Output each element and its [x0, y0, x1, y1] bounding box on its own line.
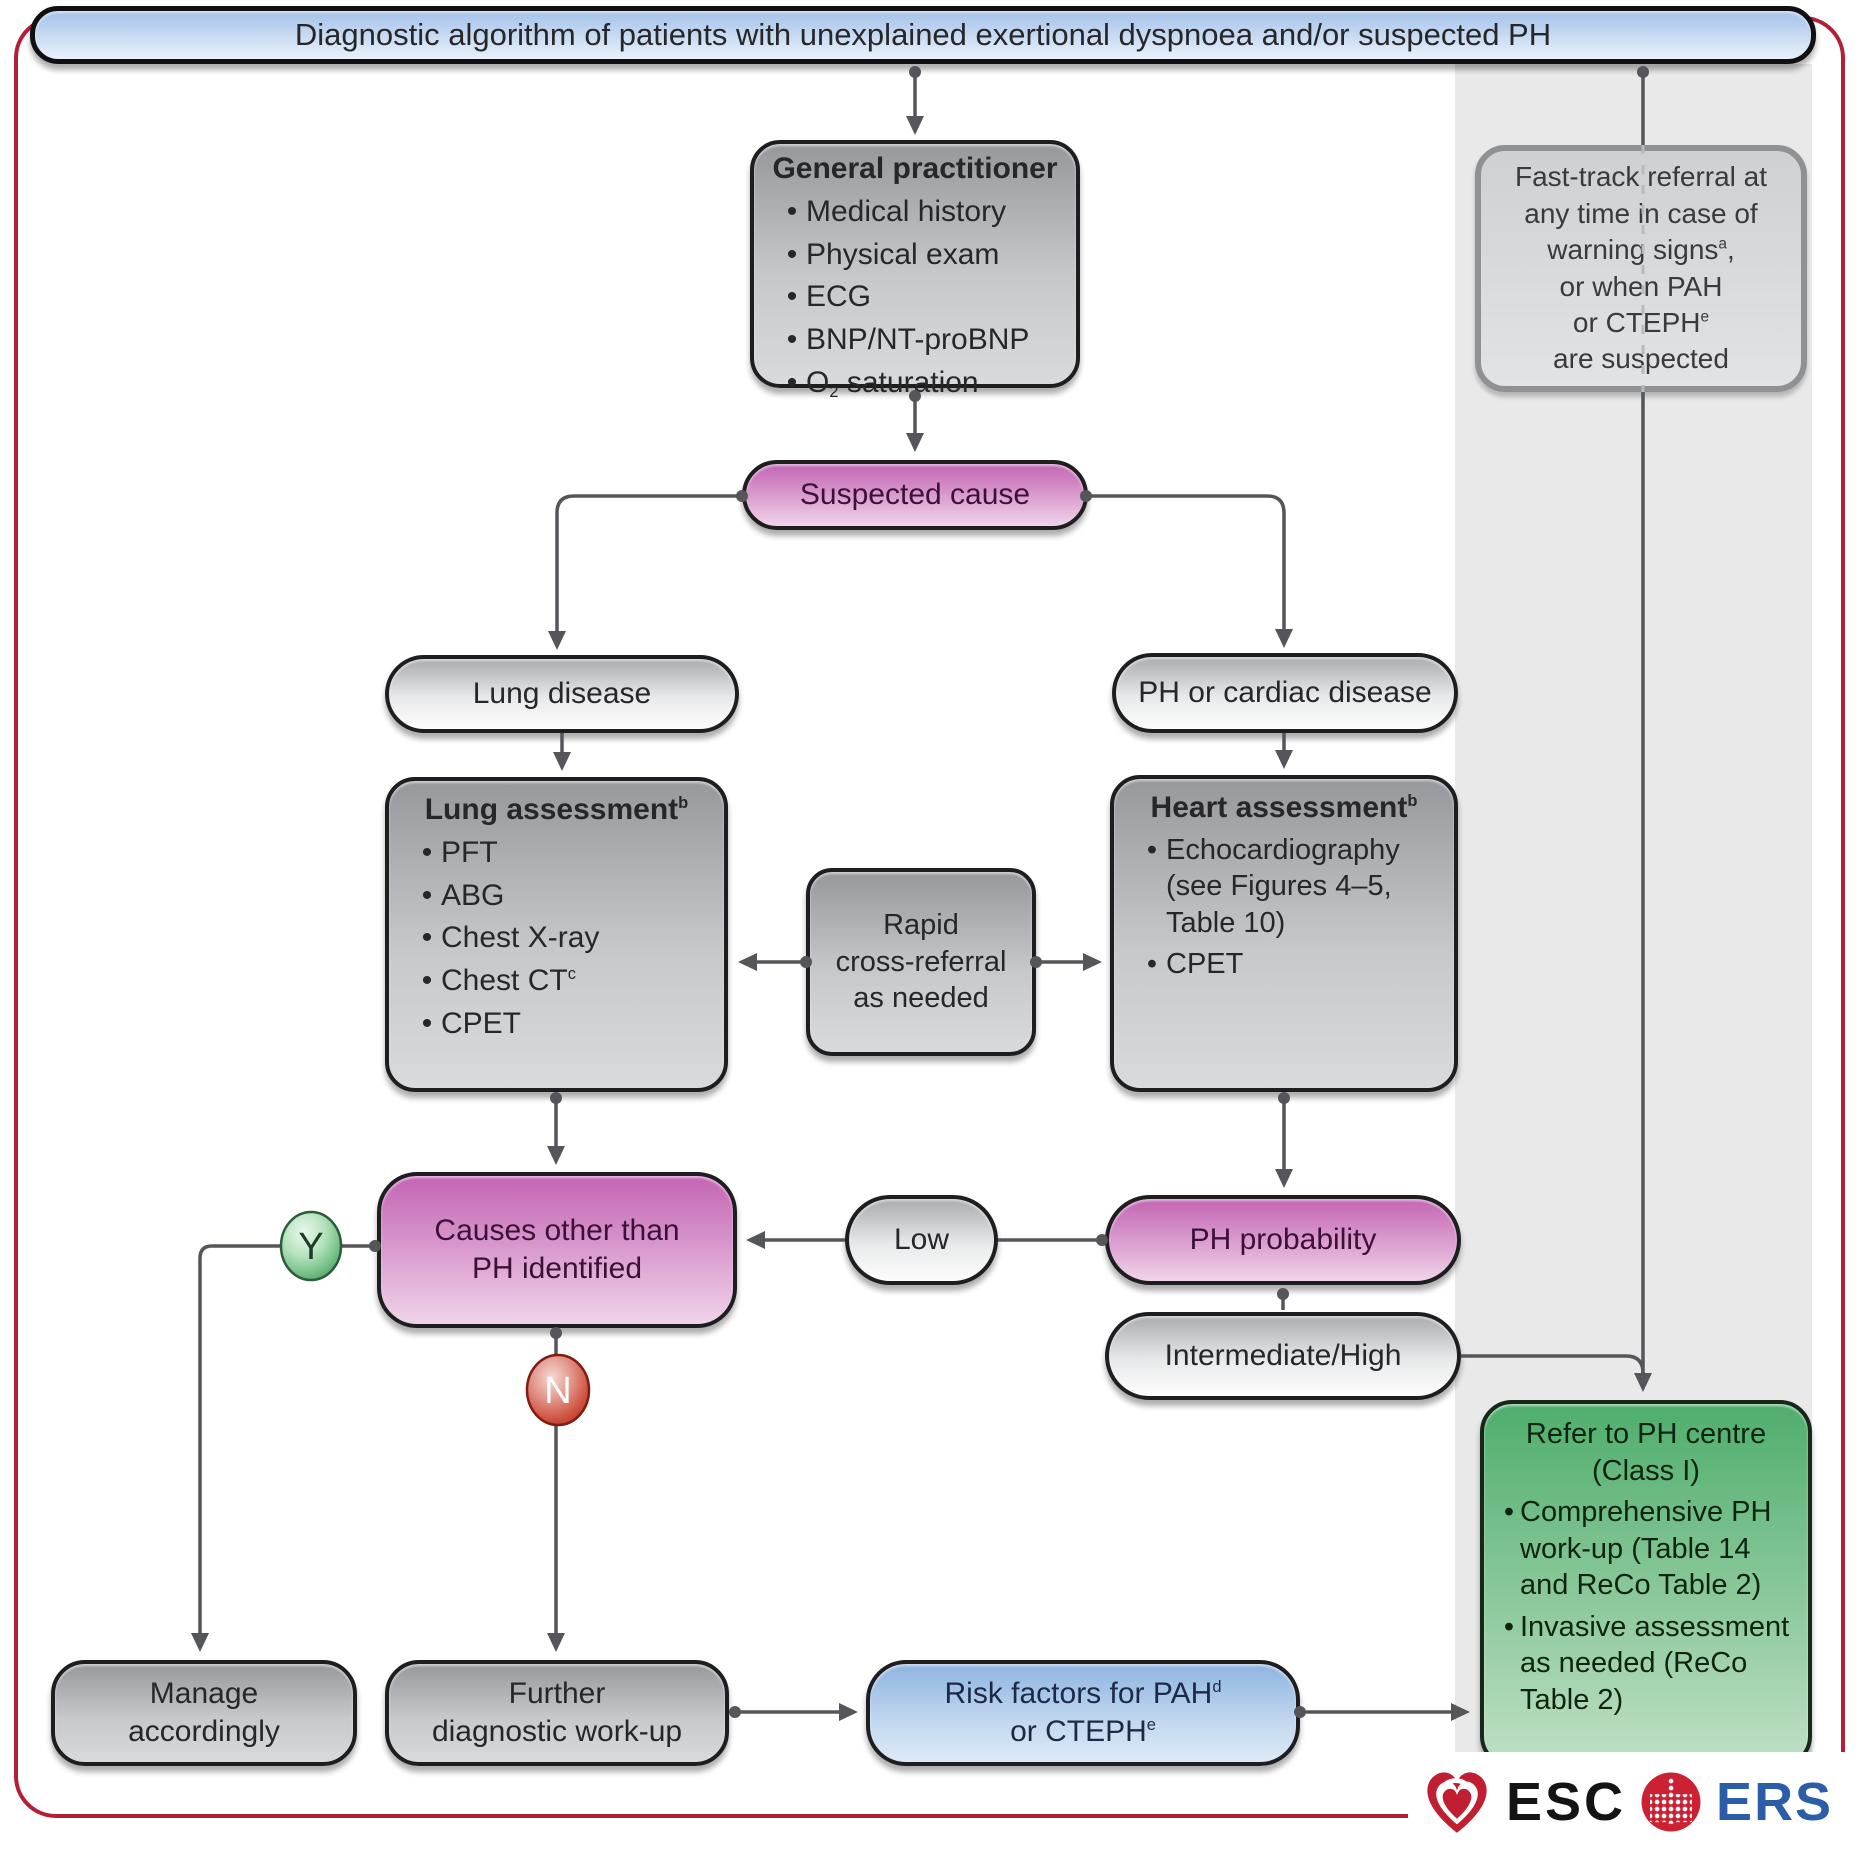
- bullet-icon: •: [786, 365, 798, 399]
- risk-line: Risk factors for PAHd: [944, 1677, 1222, 1711]
- bullet-icon: •: [786, 280, 798, 314]
- figure-title-banner: Diagnostic algorithm of patients with un…: [30, 6, 1816, 64]
- esc-heart-icon: [1427, 1772, 1487, 1833]
- lung-item: •CPET: [413, 1005, 714, 1043]
- risk-line: or CTEPHe: [1010, 1715, 1156, 1748]
- lung-assessment-node: Lung assessmentb •PFT •ABG •Chest X-ray …: [385, 777, 728, 1092]
- bullet-icon: •: [786, 237, 798, 271]
- ers-lungs-icon: [1641, 1772, 1701, 1832]
- gp-item: •O2 saturation: [778, 364, 1066, 402]
- lung-disease-node: Lung disease: [385, 655, 739, 733]
- intermediate-high-node: Intermediate/High: [1105, 1312, 1461, 1400]
- bullet-icon: •: [421, 921, 433, 955]
- fast-track-line: are suspected: [1553, 343, 1729, 375]
- ph-probability-node: PH probability: [1105, 1195, 1461, 1285]
- lung-item: •Chest X-ray: [413, 919, 714, 957]
- general-practitioner-node: General practitioner •Medical history •P…: [750, 140, 1080, 400]
- gp-item: •ECG: [778, 278, 1066, 316]
- bullet-icon: •: [421, 878, 433, 912]
- lung-item: •ABG: [413, 877, 714, 915]
- rapid-cross-referral-node: Rapid cross-referral as needed: [806, 868, 1036, 1056]
- refer-item: •Invasive assessment as needed (ReCo Tab…: [1498, 1609, 1800, 1719]
- bullet-icon: •: [421, 1006, 433, 1040]
- bullet-icon: •: [421, 835, 433, 869]
- fast-track-line: warning signsa,: [1547, 234, 1735, 266]
- bullet-icon: •: [1146, 833, 1158, 866]
- heart-item: •Echocardiography (see Figures 4–5, Tabl…: [1138, 832, 1444, 942]
- rapid-line: as needed: [853, 982, 989, 1015]
- refer-title-line: (Class I): [1592, 1454, 1700, 1487]
- esc-logo-text: ESC: [1506, 1772, 1627, 1832]
- lung-assessment-title: Lung assessmentb: [424, 793, 689, 826]
- gp-item: •Medical history: [778, 193, 1066, 231]
- further-diagnostic-workup-node: Further diagnostic work-up: [385, 1660, 729, 1766]
- heart-item: •CPET: [1138, 946, 1444, 983]
- bullet-icon: •: [1503, 1496, 1515, 1529]
- low-probability-node: Low: [845, 1195, 998, 1285]
- rapid-line: cross-referral: [835, 945, 1007, 978]
- refer-to-ph-centre-node: Refer to PH centre (Class I) •Comprehens…: [1480, 1400, 1812, 1768]
- gp-item: •Physical exam: [778, 236, 1066, 274]
- bullet-icon: •: [1503, 1610, 1515, 1643]
- refer-item: •Comprehensive PH work-up (Table 14 and …: [1498, 1494, 1800, 1604]
- gp-item: •BNP/NT-proBNP: [778, 321, 1066, 359]
- fast-track-line: Fast-track referral at: [1514, 161, 1768, 193]
- figure-title: Diagnostic algorithm of patients with un…: [294, 17, 1552, 52]
- fast-track-referral-node: Fast-track referral at any time in case …: [1475, 145, 1807, 392]
- fast-track-line: or CTEPHe: [1572, 306, 1710, 338]
- lung-item: •PFT: [413, 834, 714, 872]
- heart-assessment-title: Heart assessmentb: [1150, 791, 1418, 824]
- suspected-cause-node: Suspected cause: [742, 460, 1088, 530]
- fast-track-line: any time in case of: [1524, 197, 1758, 229]
- gp-title: General practitioner: [772, 152, 1058, 185]
- risk-factors-node: Risk factors for PAHd or CTEPHe: [866, 1660, 1300, 1766]
- refer-title-line: Refer to PH centre: [1525, 1418, 1767, 1450]
- bullet-icon: •: [786, 194, 798, 228]
- ph-or-cardiac-disease-node: PH or cardiac disease: [1112, 653, 1458, 733]
- causes-other-than-ph-node: Causes other than PH identified: [377, 1172, 737, 1328]
- heart-assessment-node: Heart assessmentb •Echocardiography (see…: [1110, 775, 1458, 1092]
- fast-track-line: or when PAH: [1559, 270, 1723, 302]
- manage-accordingly-node: Manage accordingly: [51, 1660, 357, 1766]
- lung-item: •Chest CTc: [413, 962, 714, 1000]
- rapid-line: Rapid: [883, 909, 959, 942]
- bullet-icon: •: [786, 323, 798, 357]
- logo-strip: ESC ERS: [1408, 1752, 1848, 1852]
- bullet-icon: •: [1146, 948, 1158, 981]
- bullet-icon: •: [421, 964, 433, 998]
- ers-logo-text: ERS: [1716, 1772, 1834, 1832]
